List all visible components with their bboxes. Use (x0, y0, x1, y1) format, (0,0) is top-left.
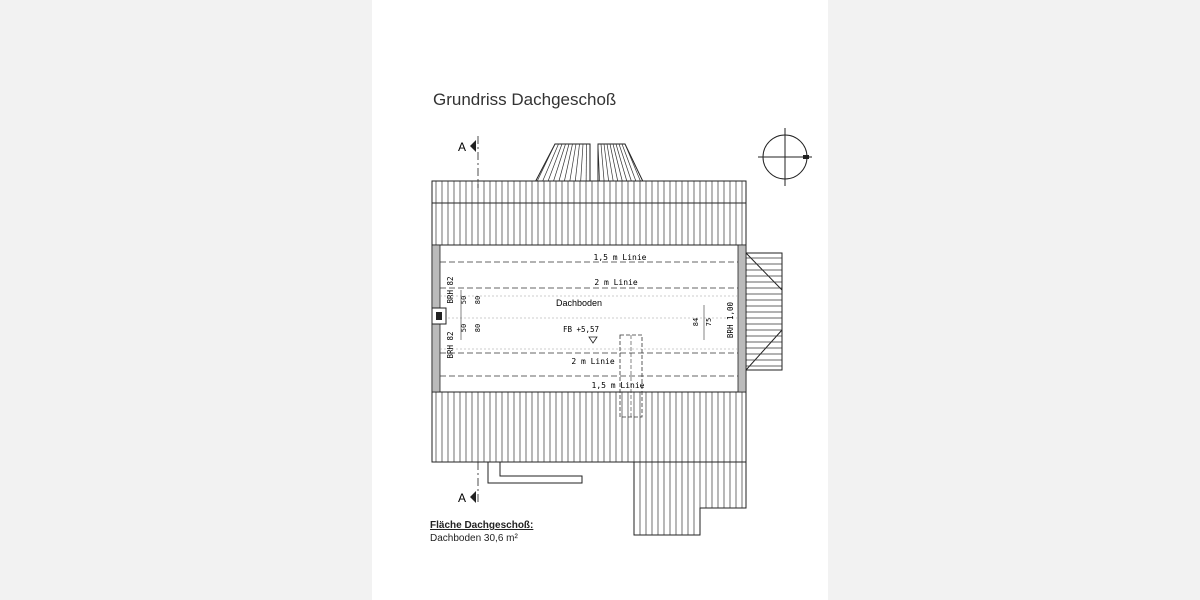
side-gable-roof (745, 252, 783, 371)
right-brh: BRH 1,00 (726, 301, 735, 338)
left-upper-dim-b: 80 (474, 296, 482, 304)
lower-roof-plane (431, 391, 747, 463)
left-lower-brh: BRH 82 (446, 331, 455, 358)
attic-room (431, 244, 747, 418)
drawing-title: Grundriss Dachgeschoß (433, 90, 617, 109)
bottom-terrace-outline (487, 462, 583, 484)
line-label-upper-15: 1,5 m Linie (594, 253, 647, 262)
area-summary-heading: Fläche Dachgeschoß: (430, 520, 534, 531)
right-dim-a: 84 (692, 318, 700, 326)
svg-text:A: A (458, 491, 466, 505)
left-lower-dim-a: 50 (460, 324, 468, 332)
section-marker-bottom: A (458, 462, 479, 505)
left-lower-dim-b: 80 (474, 324, 482, 332)
room-name: Dachboden (556, 298, 602, 308)
floor-level-label: FB +5,57 (563, 325, 599, 334)
lower-extension-roof (633, 461, 747, 536)
section-marker-top: A (458, 136, 479, 188)
north-arrow-icon (758, 128, 812, 186)
upper-roof-plane (431, 180, 747, 246)
line-label-lower-2: 2 m Linie (571, 357, 615, 366)
left-upper-dim-a: 50 (460, 296, 468, 304)
left-upper-brh: BRH 82 (446, 276, 455, 303)
line-label-lower-15: 1,5 m Linie (592, 381, 645, 390)
right-dim-b: 75 (705, 318, 713, 326)
svg-text:A: A (458, 140, 466, 154)
area-summary-value: Dachboden 30,6 m² (430, 533, 518, 544)
line-label-upper-2: 2 m Linie (594, 278, 638, 287)
